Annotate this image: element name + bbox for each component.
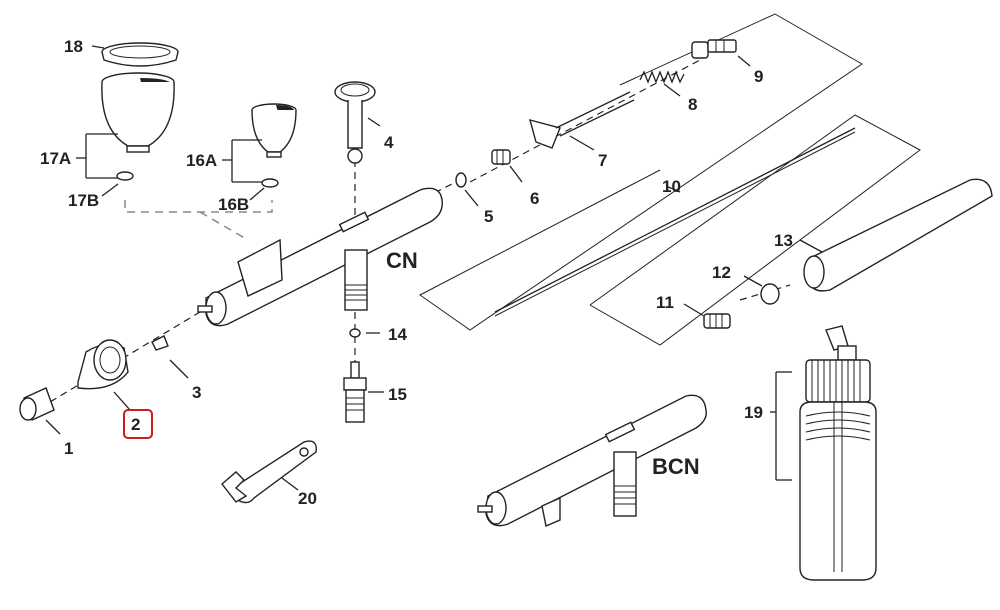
needle-chucking-guide-icon [691,39,737,59]
callout-16b: 16B [218,195,249,214]
needle-chucking-nut-icon [703,313,731,329]
callout-8: 8 [688,95,697,114]
callout-6: 6 [530,189,539,208]
callout-20: 20 [298,489,317,508]
bracket-17a [76,133,118,179]
callout-18: 18 [64,37,83,56]
large-cup-icon [101,72,175,153]
cup-lid-icon [101,42,179,67]
needle-icon [494,127,856,313]
small-cup-icon [251,103,297,158]
handle-icon [803,178,993,292]
o-ring-icon [116,171,134,181]
wrench-icon [221,440,317,504]
airbrush-body-bcn [477,394,707,527]
callout-4: 4 [384,133,394,152]
callout-14: 14 [388,325,407,344]
o-ring-icon [455,172,467,188]
callout-1: 1 [64,439,73,458]
callout-10: 10 [662,177,681,196]
callout-5: 5 [484,207,493,226]
bracket-16a [222,139,262,183]
callout-9: 9 [754,67,763,86]
callout-19: 19 [744,403,763,422]
head-cap-icon [77,339,129,390]
o-ring-icon [261,178,279,188]
assembly-label-cn: CN [386,248,418,273]
callout-17a: 17A [40,149,71,168]
bracket-19 [770,371,792,481]
callout-labels: 18 17A 17B 16A 16B 4 5 6 7 8 9 10 13 12 … [40,37,793,508]
nozzle-icon [151,335,169,351]
callout-13: 13 [774,231,793,250]
trigger-button-icon [334,81,376,164]
callout-7: 7 [598,151,607,170]
o-ring-icon [760,283,780,305]
highlighted-callout-2[interactable]: 2 [123,409,153,439]
assembly-label-bcn: BCN [652,454,700,479]
callout-3: 3 [192,383,201,402]
leader-17b [101,183,119,197]
callout-15: 15 [388,385,407,404]
callout-2: 2 [131,415,140,434]
callout-11: 11 [656,293,674,312]
callout-16a: 16A [186,151,217,170]
packing-nut-icon [491,149,511,165]
bottle-icon [799,325,877,581]
trigger-lever-icon [529,91,635,149]
needle-section-outline [419,13,921,346]
airbrush-body-cn [197,187,443,327]
leader-16b [249,187,265,201]
air-valve-icon [343,361,367,423]
o-ring-icon [349,328,361,338]
callout-12: 12 [712,263,731,282]
spring-icon [639,70,685,84]
callout-17b: 17B [68,191,99,210]
nozzle-cap-icon [19,387,55,421]
